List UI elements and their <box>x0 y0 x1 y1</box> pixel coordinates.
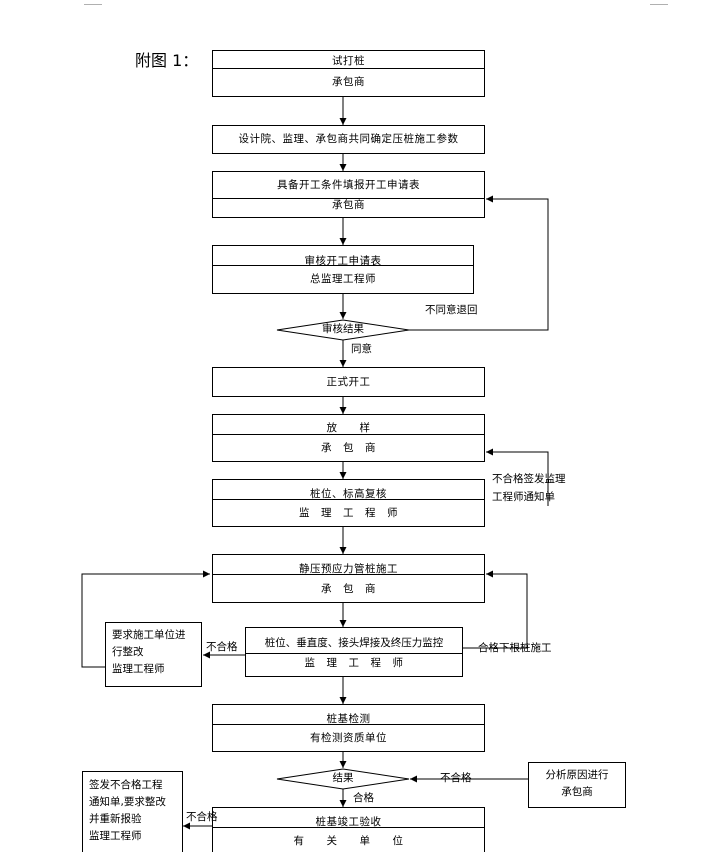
step-apply-start-role: 承包商 <box>332 199 365 211</box>
side-box-analyze-line-1: 分析原因进行 <box>545 769 609 781</box>
step-determine-params: 设计院、监理、承包商共同确定压桩施工参数 <box>212 125 485 154</box>
edge-label-unqualified-bottom: 不合格 <box>186 811 218 823</box>
page-heading: 附图 1： <box>135 51 199 70</box>
step-static-press-role: 承 包 商 <box>321 583 376 595</box>
side-box-rectify: 要求施工单位进 行整改 监理工程师 <box>105 622 202 687</box>
step-pile-test-role: 有检测资质单位 <box>310 732 387 744</box>
step-trial-pile: 试打桩 承包商 <box>212 50 485 97</box>
step-formal-start-title: 正式开工 <box>326 376 371 388</box>
edge-label-unqualified-left: 不合格 <box>206 641 238 653</box>
edge-label-qualified: 合格 <box>353 792 374 804</box>
step-static-press-title: 静压预应力管桩施工 <box>299 563 398 575</box>
side-box-analyze-role: 承包商 <box>561 786 593 798</box>
step-apply-start-title: 具备开工条件填报开工申请表 <box>277 179 420 191</box>
side-box-reissue: 签发不合格工程 通知单,要求整改 并重新报验 监理工程师 <box>82 771 183 852</box>
step-formal-start: 正式开工 <box>212 367 485 397</box>
step-monitor: 桩位、垂直度、接头焊接及终压力监控 监 理 工 程 师 <box>245 627 463 677</box>
step-recheck-role: 监 理 工 程 师 <box>299 507 398 519</box>
side-box-reissue-line-2: 通知单,要求整改 <box>89 796 166 808</box>
edge-label-disagree-return: 不同意退回 <box>425 304 478 316</box>
step-monitor-role: 监 理 工 程 师 <box>304 657 404 669</box>
step-acceptance: 桩基竣工验收 有 关 单 位 <box>212 807 485 852</box>
edge-label-unqualified-right: 不合格 <box>440 772 472 784</box>
step-layout-title: 放 样 <box>326 422 371 434</box>
review-result-label: 审核结果 <box>322 323 364 335</box>
side-box-reissue-line-3: 并重新报验 <box>89 813 142 825</box>
step-acceptance-role: 有 关 单 位 <box>293 835 404 847</box>
step-trial-pile-role: 承包商 <box>332 76 365 88</box>
step-acceptance-title: 桩基竣工验收 <box>315 816 382 828</box>
step-review-apply-title: 审核开工申请表 <box>304 255 382 267</box>
step-static-press: 静压预应力管桩施工 承 包 商 <box>212 554 485 603</box>
side-box-rectify-role: 监理工程师 <box>112 663 165 675</box>
side-box-rectify-line-2: 行整改 <box>112 646 144 658</box>
step-apply-start: 具备开工条件填报开工申请表 承包商 <box>212 171 485 218</box>
edge-label-qualified-next: 合格下根桩施工 <box>478 642 552 654</box>
review-result-diamond <box>276 319 410 341</box>
side-box-reissue-role: 监理工程师 <box>89 830 142 842</box>
step-pile-test: 桩基检测 有检测资质单位 <box>212 704 485 752</box>
step-layout: 放 样 承 包 商 <box>212 414 485 462</box>
edge-label-agree: 同意 <box>351 343 372 355</box>
step-trial-pile-title: 试打桩 <box>332 55 365 67</box>
step-monitor-title: 桩位、垂直度、接头焊接及终压力监控 <box>264 637 444 649</box>
test-result-diamond <box>276 768 410 790</box>
step-recheck: 桩位、标高复核 监 理 工 程 师 <box>212 479 485 527</box>
step-layout-role: 承 包 商 <box>321 442 376 454</box>
page-corner-mark-top-left <box>84 0 102 5</box>
edge-label-unqualified-notice-line-1: 不合格签发监理 <box>492 473 566 485</box>
step-review-apply: 审核开工申请表 总监理工程师 <box>212 245 474 294</box>
edge-label-unqualified-notice-line-2: 工程师通知单 <box>492 491 555 503</box>
page-corner-mark-top-right <box>650 0 668 5</box>
side-box-reissue-line-1: 签发不合格工程 <box>89 779 163 791</box>
test-result-label: 结果 <box>332 772 354 784</box>
step-pile-test-title: 桩基检测 <box>326 713 371 725</box>
side-box-rectify-line-1: 要求施工单位进 <box>112 629 186 641</box>
step-recheck-title: 桩位、标高复核 <box>310 488 387 500</box>
step-review-apply-role: 总监理工程师 <box>310 273 376 285</box>
side-box-analyze: 分析原因进行 承包商 <box>528 762 626 808</box>
step-determine-params-title: 设计院、监理、承包商共同确定压桩施工参数 <box>238 133 459 145</box>
